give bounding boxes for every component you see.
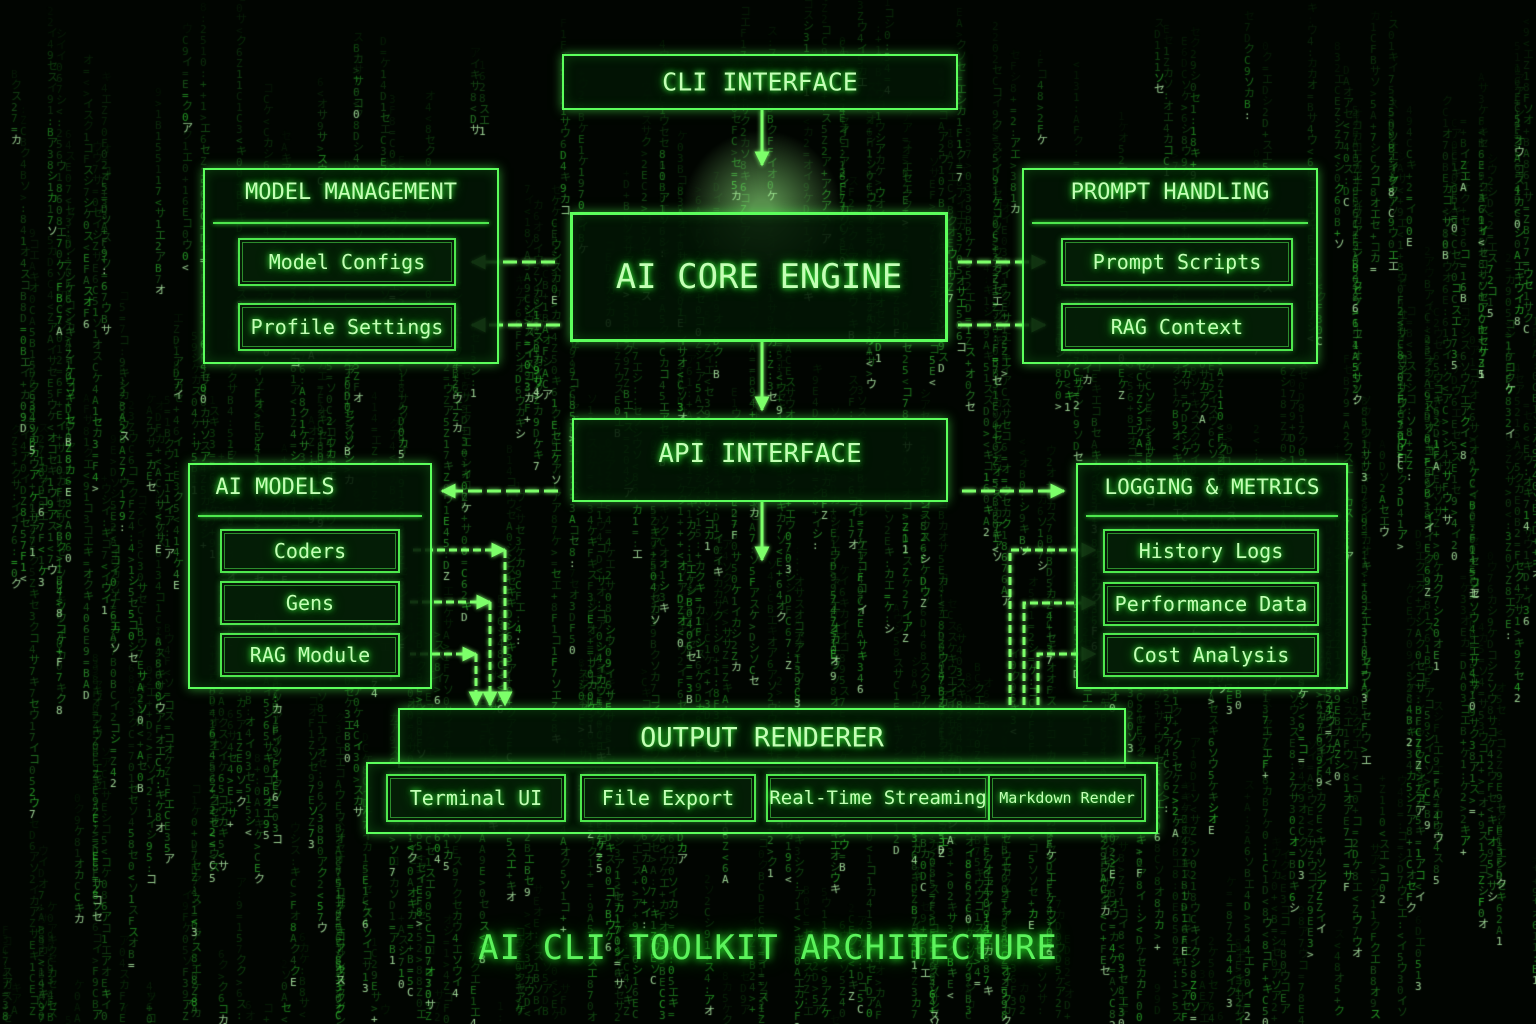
coders-label: Coders (273, 539, 347, 563)
model-configs-label: Model Configs (268, 250, 426, 274)
rag-module-label: RAG Module (249, 643, 371, 667)
logging-metrics-group: LOGGING & METRICS History Logs Performan… (1076, 463, 1348, 689)
cost-analysis-item: Cost Analysis (1103, 633, 1319, 677)
terminal-ui-label: Terminal UI (409, 786, 543, 810)
diagram-title: AI CLI TOOLKIT ARCHITECTURE (478, 928, 1058, 968)
ai-models-title: AI MODELS (215, 475, 335, 500)
cli-interface-node: CLI INTERFACE (562, 54, 958, 110)
model-management-title: MODEL MANAGEMENT (245, 180, 457, 205)
profile-settings-label: Profile Settings (250, 315, 444, 339)
ai-core-engine-node: AI CORE ENGINE (570, 212, 948, 342)
prompt-handling-group: PROMPT HANDLING Prompt Scripts RAG Conte… (1022, 168, 1318, 364)
real-time-streaming-label: Real-Time Streaming (769, 787, 987, 809)
file-export-item: File Export (580, 774, 756, 822)
coders-item: Coders (220, 529, 400, 573)
markdown-render-label: Markdown Render (999, 789, 1135, 807)
output-renderer-label: OUTPUT RENDERER (640, 722, 884, 754)
history-logs-label: History Logs (1138, 539, 1284, 563)
model-management-group: MODEL MANAGEMENT Model Configs Profile S… (203, 168, 499, 364)
prompt-handling-title: PROMPT HANDLING (1070, 180, 1270, 205)
prompt-scripts-item: Prompt Scripts (1061, 238, 1293, 286)
rag-module-item: RAG Module (220, 633, 400, 677)
performance-data-label: Performance Data (1114, 592, 1308, 616)
model-management-divider (213, 222, 489, 224)
performance-data-item: Performance Data (1103, 582, 1319, 626)
ai-core-engine-label: AI CORE ENGINE (615, 257, 903, 297)
logging-metrics-divider (1086, 515, 1338, 517)
profile-settings-item: Profile Settings (238, 303, 456, 351)
markdown-render-item: Markdown Render (988, 774, 1146, 822)
history-logs-item: History Logs (1103, 529, 1319, 573)
gens-item: Gens (220, 581, 400, 625)
rag-context-item: RAG Context (1061, 303, 1293, 351)
prompt-handling-divider (1032, 222, 1308, 224)
real-time-streaming-item: Real-Time Streaming (766, 774, 990, 822)
rag-context-label: RAG Context (1110, 315, 1244, 339)
api-interface-label: API INTERFACE (658, 439, 862, 469)
api-interface-node: API INTERFACE (572, 418, 948, 502)
model-configs-item: Model Configs (238, 238, 456, 286)
gens-label: Gens (285, 591, 335, 615)
output-items-tray: Terminal UI File Export Real-Time Stream… (366, 762, 1158, 834)
prompt-scripts-label: Prompt Scripts (1092, 250, 1262, 274)
output-renderer-node: OUTPUT RENDERER (398, 708, 1126, 768)
ai-models-group: AI MODELS Coders Gens RAG Module (188, 463, 432, 689)
logging-metrics-title: LOGGING & METRICS (1104, 475, 1320, 499)
terminal-ui-item: Terminal UI (386, 774, 566, 822)
ai-models-divider (198, 515, 422, 517)
cli-interface-label: CLI INTERFACE (662, 67, 858, 97)
file-export-label: File Export (601, 786, 735, 810)
cost-analysis-label: Cost Analysis (1132, 643, 1290, 667)
